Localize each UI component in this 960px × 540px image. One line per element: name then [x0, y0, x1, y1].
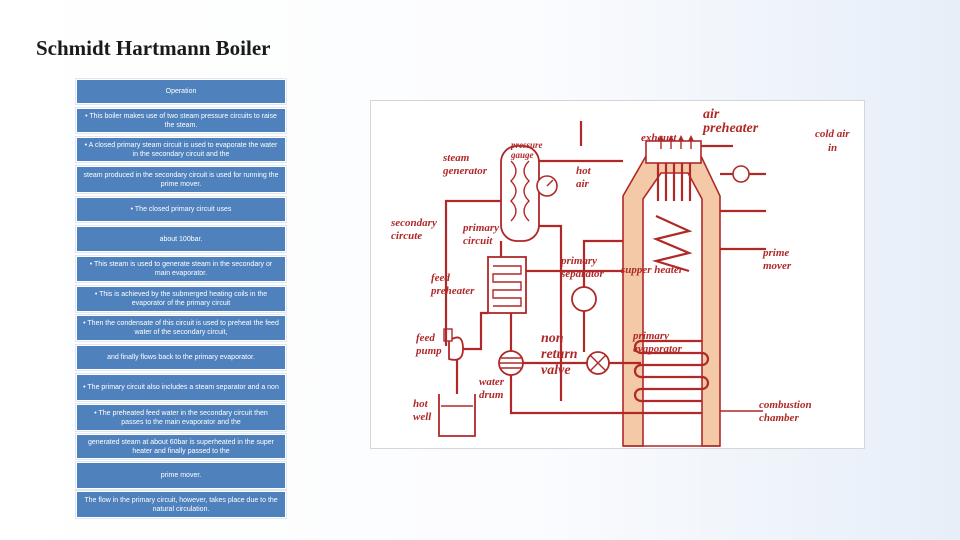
step-item: steam produced in the secondary circuit …	[76, 166, 286, 193]
primary-separator	[571, 286, 597, 312]
step-item: about 100bar.	[76, 226, 286, 252]
label-primary-circuit: circuit	[463, 235, 493, 247]
steam-generator	[500, 145, 558, 242]
label-hot-well: well	[413, 411, 432, 423]
feed-pump	[443, 328, 464, 361]
furnace-walls	[622, 155, 721, 447]
step-item: • A closed primary steam circuit is used…	[76, 137, 286, 162]
label-hot-air: hot	[576, 165, 592, 177]
label-non-return-valve: return	[541, 347, 578, 362]
label-cold-air: cold air	[815, 128, 850, 140]
label-non-return-valve: non	[541, 331, 564, 346]
label-cold-air: in	[828, 142, 837, 154]
label-air-preheater: air	[703, 107, 720, 122]
label-non-return-valve: valve	[541, 363, 571, 378]
label-secondary-circuit: secondary	[390, 217, 437, 229]
label-secondary-circuit: circute	[391, 230, 422, 242]
super-heater-coil	[651, 214, 693, 273]
step-item: • Then the condensate of this circuit is…	[76, 315, 286, 341]
step-item: • The preheated feed water in the second…	[76, 404, 286, 431]
label-feed-pump: feed	[416, 332, 435, 344]
label-steam-generator: generator	[442, 165, 488, 177]
label-prime-mover: prime	[762, 247, 789, 259]
air-preheater	[656, 144, 766, 201]
step-item: • The primary circuit also includes a st…	[76, 374, 286, 401]
label-steam-generator: steam	[442, 152, 470, 164]
label-combustion-chamber: combustion	[759, 399, 812, 411]
label-primary-circuit: primary	[462, 222, 499, 234]
step-item: • This boiler makes use of two steam pre…	[76, 108, 286, 133]
label-primary-evaporator: evaporator	[633, 343, 683, 355]
label-hot-air: air	[576, 178, 590, 190]
label-pressure-gauge: pressure	[510, 140, 543, 150]
label-primary-evaporator: primary	[632, 330, 669, 342]
step-item: and finally flows back to the primary ev…	[76, 345, 286, 370]
step-item: • This steam is used to generate steam i…	[76, 256, 286, 282]
boiler-diagram: air preheater exhaust cold air in pressu…	[370, 100, 865, 449]
primary-evaporator-coil	[633, 339, 710, 403]
step-item: generated steam at about 60bar is superh…	[76, 434, 286, 459]
step-item: The flow in the primary circuit, however…	[76, 491, 286, 518]
slide-title: Schmidt Hartmann Boiler	[36, 36, 271, 60]
step-item: • The closed primary circuit uses	[76, 197, 286, 222]
non-return-valve	[586, 351, 610, 375]
step-item: prime mover.	[76, 462, 286, 489]
diagram-labels: air preheater exhaust cold air in pressu…	[390, 107, 850, 424]
step-item: • This is achieved by the submerged heat…	[76, 286, 286, 312]
feed-preheater	[487, 256, 527, 314]
step-heading: Operation	[76, 79, 286, 104]
label-supper-heater: supper heater	[620, 264, 684, 276]
label-primary-separator: separator	[560, 268, 605, 280]
label-feed-pump: pump	[415, 345, 442, 357]
label-feed-preheater: preheater	[430, 285, 475, 297]
label-air-preheater: preheater	[702, 121, 759, 136]
exhaust-stack	[645, 135, 702, 164]
label-pressure-gauge: gauge	[510, 150, 534, 160]
label-feed-preheater: feed	[431, 272, 450, 284]
label-combustion-chamber: chamber	[759, 412, 799, 424]
label-water-drum: water	[479, 376, 505, 388]
label-exhaust: exhaust	[641, 132, 677, 144]
water-drum	[498, 350, 524, 376]
label-hot-well: hot	[413, 398, 429, 410]
label-water-drum: drum	[479, 389, 504, 401]
label-primary-separator: primary	[560, 255, 597, 267]
hot-well	[438, 394, 476, 437]
label-prime-mover: mover	[763, 260, 792, 272]
piping	[444, 121, 766, 415]
